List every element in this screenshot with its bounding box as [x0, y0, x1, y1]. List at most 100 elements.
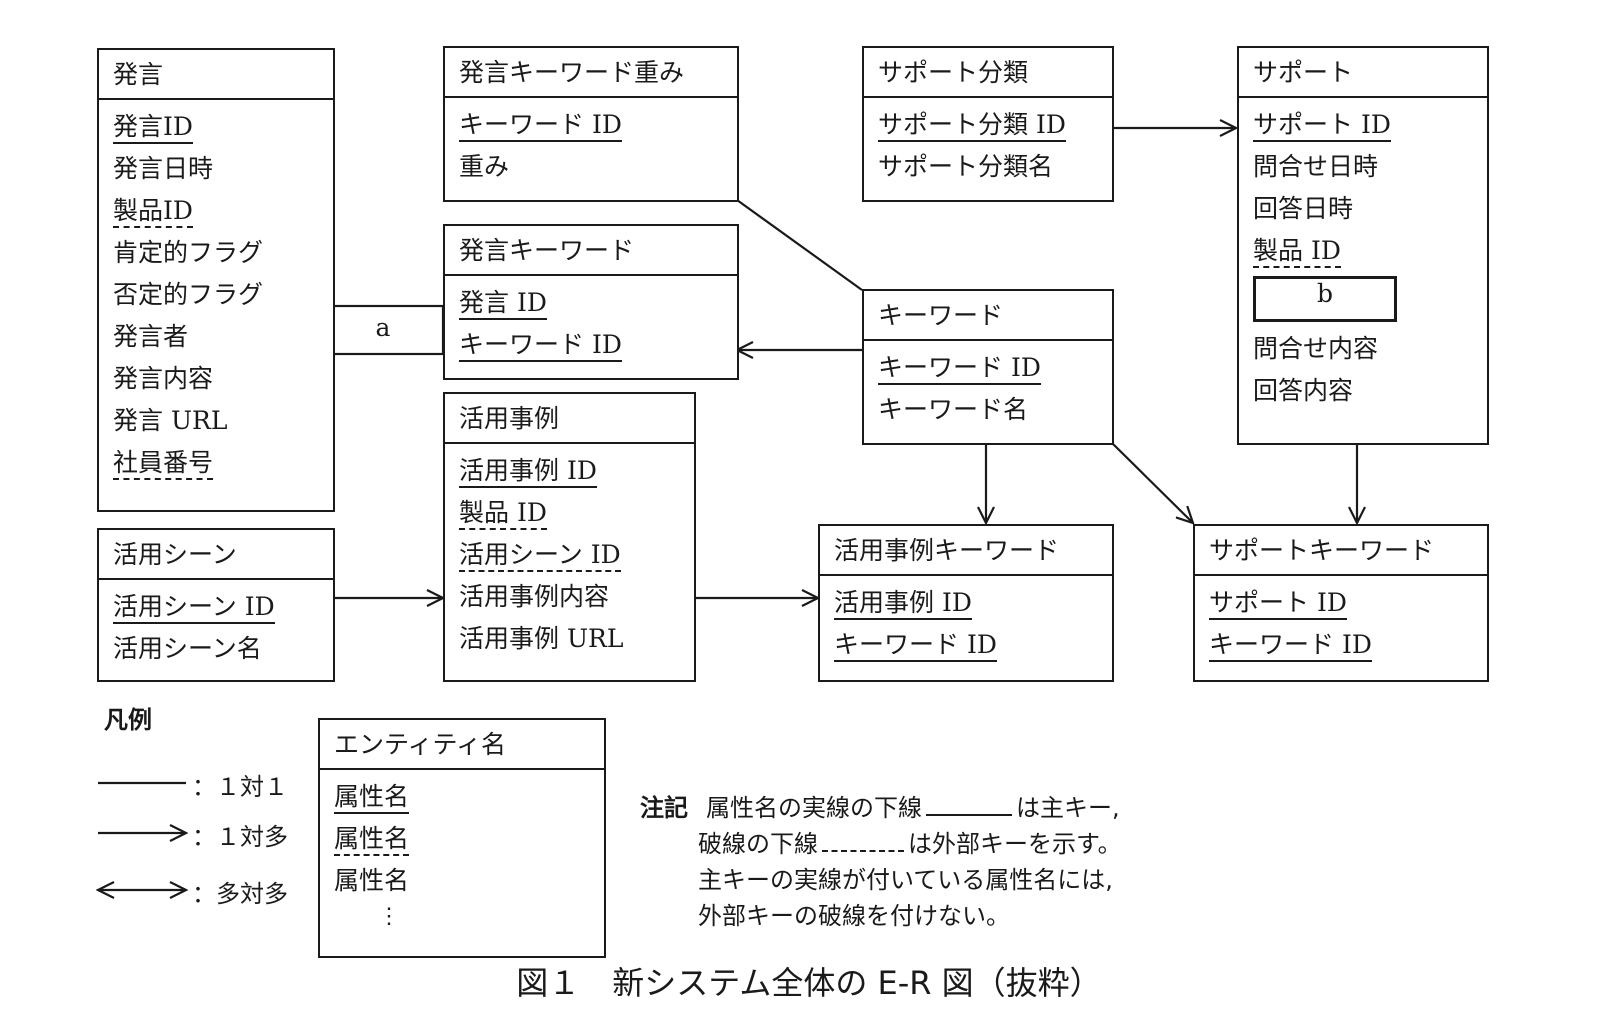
attribute-label: 肯定的フラグ: [113, 238, 264, 267]
attribute-label: サポート ID: [1253, 110, 1391, 142]
attribute-label: キーワード ID: [459, 110, 622, 142]
attribute-label: キーワード ID: [1209, 630, 1372, 662]
attribute-label: キーワード ID: [834, 630, 997, 662]
entity-name: 発言キーワード重み: [445, 48, 737, 98]
entity-attributes: サポート ID 問合せ日時回答日時製品 ID b 問合せ内容回答内容: [1239, 98, 1487, 412]
blank-box-b: b: [1253, 276, 1397, 322]
entity-name: 活用事例: [445, 394, 694, 444]
primary-key-attribute: キーワード ID: [459, 324, 737, 366]
rel-keyword-to-support-keyword: [1111, 442, 1193, 523]
attribute: 活用事例内容: [459, 576, 694, 618]
attribute: 問合せ日時: [1253, 146, 1487, 188]
attribute-label: 発言 ID: [459, 288, 547, 320]
note-text: 破線の下線: [698, 830, 818, 858]
attribute: 活用事例 URL: [459, 618, 694, 660]
foreign-key-attribute: 属性名: [334, 818, 604, 860]
attribute: 回答内容: [1253, 370, 1487, 412]
attribute-label: キーワード ID: [459, 330, 622, 362]
entity-attributes: 活用シーン ID 活用シーン名: [99, 580, 333, 670]
rel-weight-to-keyword: [736, 199, 863, 291]
ellipsis-icon: ⋮: [378, 904, 400, 929]
attribute: 発言日時: [113, 148, 333, 190]
attribute-label: 製品 ID: [1253, 236, 1341, 268]
note-text: 属性名の実線の下線: [706, 794, 922, 822]
entity-name: サポートキーワード: [1195, 526, 1487, 576]
attribute-label: 属性名: [334, 824, 410, 856]
relationship-blank-a: a: [375, 313, 391, 342]
note-text: は主キー,: [1016, 794, 1120, 822]
attribute-label: 製品ID: [113, 196, 193, 228]
attribute: キーワード名: [878, 389, 1112, 431]
note-label: 注記: [640, 794, 688, 822]
primary-key-attribute: キーワード ID: [878, 347, 1112, 389]
attribute-label: 社員番号: [113, 448, 214, 480]
legend-title: 凡例: [104, 706, 152, 734]
attribute-label: 製品 ID: [459, 498, 547, 530]
entity-usage-case-keyword: 活用事例キーワード活用事例 ID キーワード ID: [818, 524, 1114, 682]
attribute-label: サポート分類名: [878, 152, 1054, 181]
legend-one-to-one-label: ：１対１: [192, 773, 288, 801]
dashed-underline-sample: [822, 830, 904, 852]
entity-attributes: 発言 ID キーワード ID: [445, 276, 737, 366]
attribute: 重み: [459, 146, 737, 188]
attribute-label: 問合せ内容: [1253, 334, 1379, 363]
attribute: 肯定的フラグ: [113, 232, 333, 274]
entity-name: 活用シーン: [99, 530, 333, 580]
attribute-label: 活用事例 URL: [459, 624, 624, 653]
attribute: 活用シーン名: [113, 628, 333, 670]
entity-keyword: キーワードキーワード ID キーワード名: [862, 289, 1114, 445]
attribute: 発言 URL: [113, 400, 333, 442]
entity-attributes: 活用事例 ID キーワード ID: [820, 576, 1112, 666]
attribute: 問合せ内容: [1253, 328, 1487, 370]
entity-name: 活用事例キーワード: [820, 526, 1112, 576]
attribute-label: 発言内容: [113, 364, 214, 393]
attribute-label: サポート分類 ID: [878, 110, 1066, 142]
foreign-key-attribute: 製品 ID: [1253, 230, 1487, 272]
legend-entity-name: エンティティ名: [320, 720, 604, 770]
attribute-label: キーワード ID: [878, 353, 1041, 385]
attribute: 回答日時: [1253, 188, 1487, 230]
note-line-1: 注記属性名の実線の下線 は主キー,: [640, 790, 1122, 826]
foreign-key-attribute: 活用シーン ID: [459, 534, 694, 576]
primary-key-attribute: キーワード ID: [1209, 624, 1487, 666]
primary-key-attribute: 属性名: [334, 776, 604, 818]
entity-usage-scene: 活用シーン活用シーン ID 活用シーン名: [97, 528, 335, 682]
note-line-2: 破線の下線 は外部キーを示す。: [640, 826, 1122, 862]
attribute-label: キーワード名: [878, 395, 1029, 424]
entity-name: キーワード: [864, 291, 1112, 341]
primary-key-attribute: 発言ID: [113, 106, 333, 148]
entity-hatsugen-keyword-weight: 発言キーワード重みキーワード ID 重み: [443, 46, 739, 202]
attribute: 属性名: [334, 860, 604, 902]
primary-key-attribute: 活用事例 ID: [834, 582, 1112, 624]
foreign-key-attribute: 製品 ID: [459, 492, 694, 534]
entity-attributes: サポート ID キーワード ID: [1195, 576, 1487, 666]
note-line-3: 主キーの実線が付いている属性名には,: [698, 866, 1113, 894]
attribute: 発言内容: [113, 358, 333, 400]
primary-key-attribute: 発言 ID: [459, 282, 737, 324]
figure-caption: 図１ 新システム全体の E-R 図（抜粋）: [516, 964, 1102, 1002]
entity-attributes: キーワード ID 重み: [445, 98, 737, 188]
attribute-label: 属性名: [334, 866, 410, 895]
primary-key-attribute: 活用シーン ID: [113, 586, 333, 628]
attribute-label: 発言日時: [113, 154, 214, 183]
attribute-label: 属性名: [334, 782, 410, 814]
primary-key-attribute: サポート ID: [1253, 104, 1487, 146]
note-line-4: 外部キーの破線を付けない。: [698, 902, 1010, 930]
primary-key-attribute: サポート ID: [1209, 582, 1487, 624]
attribute-label: 発言者: [113, 322, 189, 351]
primary-key-attribute: キーワード ID: [459, 104, 737, 146]
entity-name: 発言: [99, 50, 333, 100]
attribute-label: 活用シーン ID: [459, 540, 621, 572]
attribute-label: 活用シーン名: [113, 634, 262, 663]
entity-name: サポート分類: [864, 48, 1112, 98]
attribute-label: サポート ID: [1209, 588, 1347, 620]
note-text: は外部キーを示す。: [908, 830, 1122, 858]
foreign-key-attribute: 製品ID: [113, 190, 333, 232]
attribute-label: 回答日時: [1253, 194, 1354, 223]
